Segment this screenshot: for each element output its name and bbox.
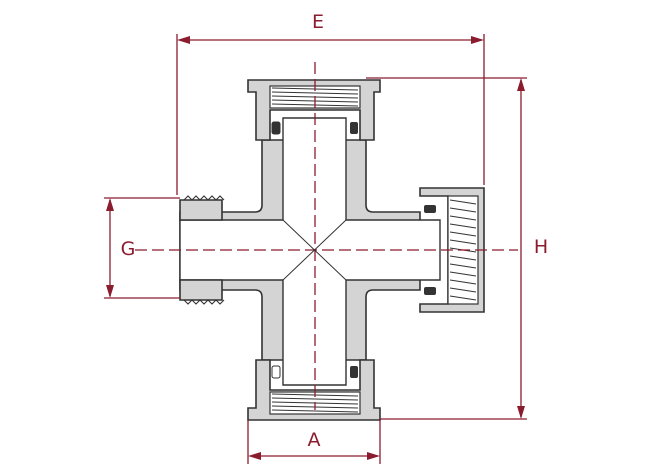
dimension-e: E	[176, 11, 485, 195]
dimension-h-label: H	[534, 236, 548, 258]
centerlines	[135, 62, 518, 410]
dimension-h: H	[366, 77, 548, 420]
dimension-a: A	[247, 420, 381, 464]
left-male-thread	[179, 195, 225, 305]
dimension-e-label: E	[312, 11, 324, 33]
dimension-g-label: G	[121, 238, 136, 260]
dimension-g: G	[104, 197, 180, 299]
dimension-a-label: A	[308, 429, 321, 451]
fitting-body	[179, 117, 441, 386]
